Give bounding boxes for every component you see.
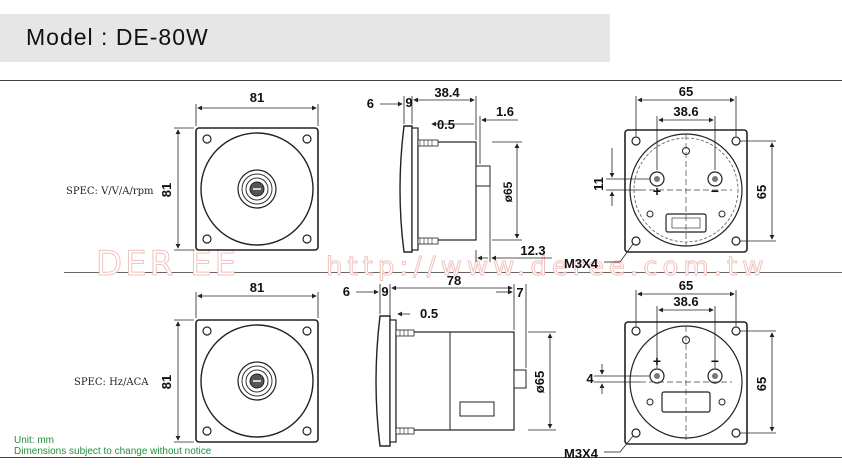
model-title: Model : DE-80W <box>26 24 209 50</box>
dim-side-d5-bottom: 7 <box>516 285 523 300</box>
bottom-divider <box>0 457 842 458</box>
dim-back-outer-width-top: 65 <box>679 84 693 99</box>
dim-side-diameter-bottom: ø65 <box>532 371 547 393</box>
watermark-url: http://www.deree.com.tw <box>325 252 769 283</box>
dim-back-offset-top: 11 <box>591 177 606 191</box>
spec-label-bottom: SPEC: Hz/ACA <box>74 377 149 388</box>
top-divider <box>0 80 842 81</box>
model-header: Model : DE-80W <box>0 14 610 62</box>
dim-side-d4-bottom: 0.5 <box>420 306 438 321</box>
dim-back-height-bottom: 65 <box>754 377 769 391</box>
dim-side-d7-top: 12.3 <box>520 243 545 258</box>
screw-label-bottom: M3X4 <box>564 446 599 461</box>
terminal-minus-bottom: − <box>711 353 719 369</box>
dim-back-height-top: 65 <box>754 185 769 199</box>
disclaimer-note: Dimensions subject to change without not… <box>14 446 212 457</box>
dim-side-d1-top: 6 <box>367 96 374 111</box>
back-view-top <box>604 96 776 263</box>
dim-back-outer-width-bottom: 65 <box>679 278 693 293</box>
terminal-plus-top: + <box>653 183 661 199</box>
dim-side-d5-top: 1.6 <box>496 104 514 119</box>
dim-side-d3-bottom: 78 <box>447 273 461 288</box>
dim-side-d2-bottom: 9 <box>381 284 388 299</box>
dim-side-diameter-top: ø65 <box>501 181 515 202</box>
side-view-top <box>380 96 552 262</box>
dim-back-inner-width-bottom: 38.6 <box>673 294 698 309</box>
front-view-top <box>174 104 319 251</box>
side-view-bottom <box>356 284 556 447</box>
dim-side-d2-top: 9 <box>405 95 412 110</box>
dim-side-d1-bottom: 6 <box>343 284 350 299</box>
dim-front-width-bottom: 81 <box>250 280 264 295</box>
dim-side-d3-top: 38.4 <box>434 85 460 100</box>
terminal-plus-bottom: + <box>653 353 661 369</box>
dim-front-height-bottom: 81 <box>159 375 174 389</box>
dim-back-inner-width-top: 38.6 <box>673 104 698 119</box>
spec-label-top: SPEC: V/V/A/rpm <box>66 186 154 197</box>
front-view-bottom <box>174 292 319 443</box>
screw-label-top: M3X4 <box>564 256 599 271</box>
dim-front-height-top: 81 <box>159 183 174 197</box>
dim-side-d4-top: 0.5 <box>437 117 455 132</box>
unit-note: Unit: mm <box>14 435 54 446</box>
terminal-minus-top: − <box>711 183 719 199</box>
dim-back-offset-bottom: 4 <box>586 371 594 386</box>
back-view-bottom <box>594 290 776 453</box>
middle-divider <box>64 272 842 273</box>
dim-front-width-top: 81 <box>250 90 264 105</box>
